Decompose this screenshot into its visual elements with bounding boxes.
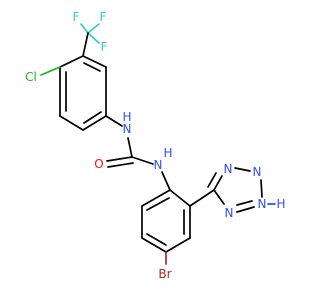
bond-ring2-d — [165, 237, 191, 253]
bond-tz-n1-n2 — [234, 167, 251, 172]
bond-c-f2 — [87, 23, 100, 34]
bond-ring1-a — [59, 55, 84, 68]
bond-tz-c-n1b — [207, 172, 217, 188]
bond-tz-n3-n4b — [236, 200, 253, 206]
bond-ring2-c — [141, 237, 167, 253]
atom-o: O — [94, 157, 103, 171]
bond-ring1-d2 — [83, 111, 102, 124]
atom-cl: Cl — [25, 70, 37, 84]
bond-ring2-a2 — [146, 197, 170, 211]
bond-ring2-c2 — [146, 233, 167, 246]
atom-n-t3: N — [258, 197, 267, 211]
bond-ring1-c — [59, 115, 84, 131]
bond-ring1-f2 — [83, 62, 101, 72]
bond-ring1-d — [82, 115, 107, 131]
bond-tz-n4-c — [213, 189, 225, 205]
bond-ring2-f — [169, 189, 191, 207]
bond-c-f3 — [87, 32, 100, 44]
bond-tz-n2-n3 — [260, 179, 263, 198]
bond-tz-c-n1 — [213, 175, 223, 191]
atom-nh-top: N — [123, 122, 132, 136]
molecule-structure: F F F Cl N H O N H Br N N N H N — [25, 10, 285, 281]
atom-nh-mid-h: H — [163, 146, 172, 160]
atom-br: Br — [158, 267, 171, 281]
atom-n-t4: N — [225, 206, 234, 220]
bond-ring2-a — [141, 189, 171, 207]
bond-cf3-ring — [82, 32, 89, 57]
bond-c-o-b — [107, 162, 134, 168]
bond-ring1-f — [82, 55, 107, 68]
bond-tz-n3-n4 — [236, 206, 255, 213]
bond-n-top-c — [127, 137, 133, 158]
bond-c-o-a — [106, 156, 133, 162]
atom-f2: F — [100, 10, 107, 24]
atom-labels: F F F Cl N H O N H Br N N N H N — [25, 10, 285, 281]
bond-c-n-mid — [131, 156, 154, 165]
atom-nh-top-h: H — [122, 110, 131, 124]
bond-c-cl — [40, 66, 61, 76]
atom-n-t1: N — [224, 162, 233, 176]
atom-f1: F — [73, 10, 80, 24]
atom-n-t3-h: H — [276, 197, 285, 211]
atom-f3: F — [101, 40, 108, 54]
bonds — [40, 23, 263, 265]
bond-ring-n-top — [105, 115, 123, 127]
bond-ring-tetrazole — [189, 189, 215, 207]
bond-n-mid-ring — [161, 171, 171, 191]
atom-n-t2: N — [253, 165, 262, 179]
atom-nh-mid: N — [154, 158, 163, 172]
bond-c-f1 — [80, 23, 89, 34]
